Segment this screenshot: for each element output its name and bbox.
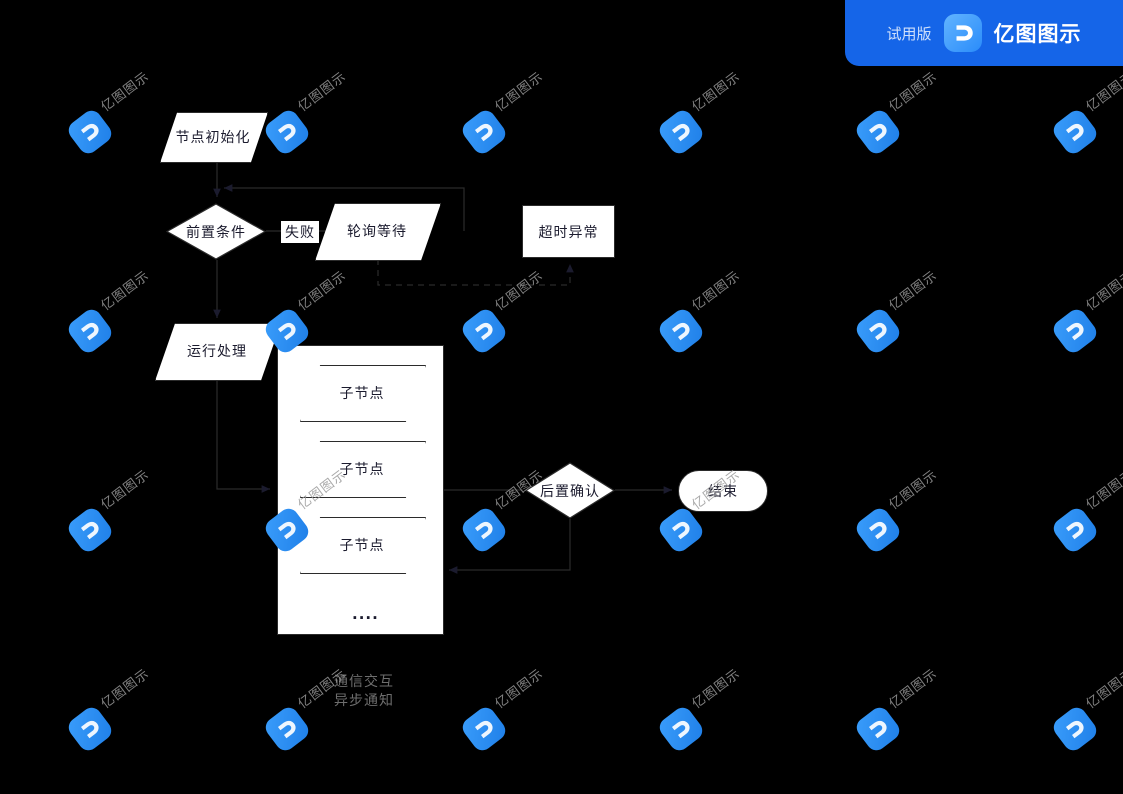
parallelogram-shape — [160, 112, 268, 163]
edge-poll-to-timeout — [377, 259, 574, 286]
node-polling-wait-label: 轮询等待 — [347, 224, 407, 240]
parallelogram-shape — [300, 365, 426, 422]
edge-poll-loop-to-pre — [224, 184, 465, 231]
node-post-confirm-label: 后置确认 — [540, 483, 600, 500]
node-child-2-label: 子节点 — [339, 461, 385, 478]
footnote-communication: 通信交互 — [334, 674, 394, 690]
parallelogram-shape — [300, 517, 426, 574]
node-child-3-label: 子节点 — [339, 537, 385, 554]
node-child-2[interactable]: 子节点 — [300, 441, 426, 498]
parallelogram-shape — [300, 441, 426, 498]
node-run-process[interactable]: 运行处理 — [155, 323, 281, 381]
edge-run-to-container — [216, 379, 270, 493]
node-init-label: 节点初始化 — [175, 129, 251, 146]
container-ellipsis: .... — [352, 605, 379, 623]
node-run-process-label: 运行处理 — [187, 344, 247, 360]
brand-product-name: 亿图图示 — [993, 22, 1082, 46]
node-init[interactable]: 节点初始化 — [160, 112, 268, 163]
diamond-shape — [166, 203, 266, 260]
footnote-async-notify: 异步通知 — [334, 693, 394, 709]
edraw-logo-icon — [943, 14, 982, 52]
node-timeout-exception-label: 超时异常 — [538, 224, 599, 241]
edge-label-fail: 失败 — [281, 221, 319, 243]
trial-badge-label: 试用版 — [886, 24, 932, 43]
node-end[interactable]: 结束 — [678, 470, 768, 512]
node-polling-wait[interactable]: 轮询等待 — [315, 203, 441, 261]
node-child-1[interactable]: 子节点 — [300, 365, 426, 422]
node-child-1-label: 子节点 — [339, 385, 385, 402]
brand-bar: 试用版 亿图图示 — [845, 0, 1123, 66]
node-child-3[interactable]: 子节点 — [300, 517, 426, 574]
node-end-label: 结束 — [708, 484, 738, 500]
node-precondition-label: 前置条件 — [186, 224, 246, 241]
edge-post-back-to-container — [449, 519, 571, 574]
node-precondition[interactable]: 前置条件 — [166, 203, 266, 260]
node-post-confirm[interactable]: 后置确认 — [525, 462, 615, 519]
node-timeout-exception[interactable]: 超时异常 — [522, 205, 615, 258]
diamond-shape — [525, 462, 615, 519]
